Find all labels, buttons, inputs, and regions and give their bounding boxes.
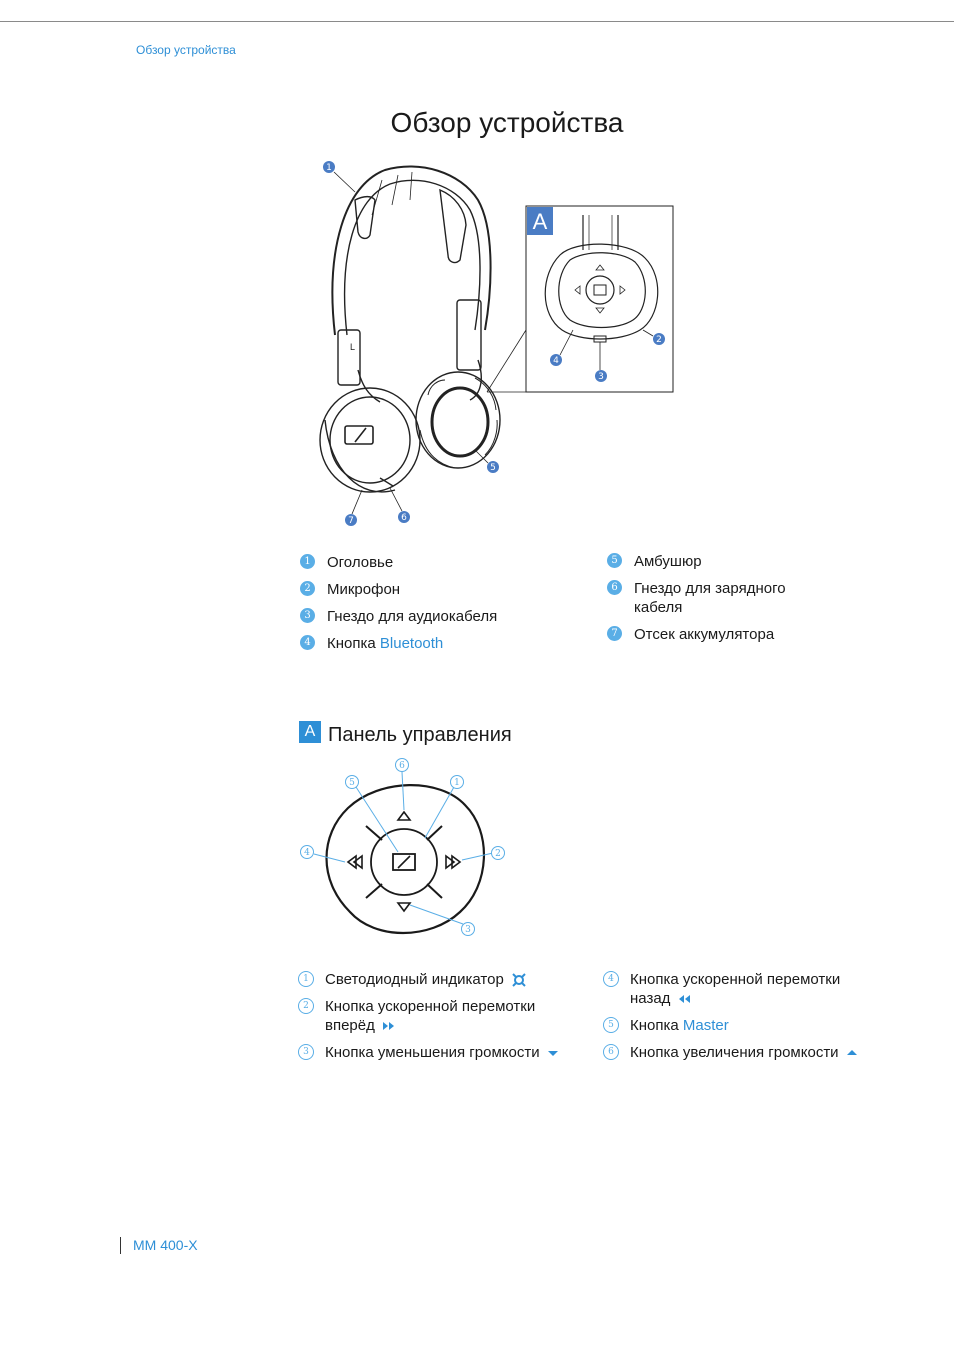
section-title: Панель управления [328,724,512,746]
volume-down-icon [547,1051,558,1057]
svg-text:2: 2 [656,335,662,345]
breadcrumb[interactable]: Обзор устройства [136,43,236,57]
master-link[interactable]: Master [682,1017,729,1034]
page-title: Обзор устройства [390,107,624,138]
svg-text:3: 3 [465,925,471,935]
callout-number: 1 [298,971,314,987]
callout-number: 3 [298,1044,314,1060]
callout-number: 6 [603,1044,619,1060]
callout-number: 4 [300,635,315,650]
fast-forward-icon [383,1022,395,1031]
callout-number: 4 [603,971,619,987]
svg-text:5: 5 [349,778,355,788]
callout-number: 2 [298,998,314,1014]
svg-text:4: 4 [553,356,559,366]
callout-number: 3 [300,608,315,623]
callout-number: 5 [607,553,622,568]
svg-text:7: 7 [348,516,354,526]
svg-text:1: 1 [454,778,460,788]
led-indicator-icon [512,973,526,987]
svg-text:4: 4 [304,848,310,858]
header-rule [0,21,954,22]
rewind-icon [678,995,690,1004]
svg-text:1: 1 [326,163,332,173]
footer-model: MM 400-X [133,1237,198,1253]
volume-up-icon [846,1050,857,1056]
svg-text:6: 6 [401,513,407,523]
callout-number: 6 [607,580,622,595]
svg-text:6: 6 [399,761,405,771]
svg-text:5: 5 [490,463,496,473]
svg-text:2: 2 [495,849,501,859]
control-panel-illustration: 1 2 3 4 5 6 [300,758,505,936]
callout-number: 7 [607,626,622,641]
footer-rule [120,1237,121,1254]
bluetooth-link[interactable]: Bluetooth [379,635,444,652]
svg-text:3: 3 [598,372,604,382]
inset-label: A [533,209,548,234]
callout-number: 1 [300,554,315,569]
headphone-illustration: L 1 2 3 4 [319,161,674,526]
callout-number: 2 [300,581,315,596]
callout-number: 5 [603,1017,619,1033]
section-badge: A [299,721,321,743]
svg-text:L: L [350,342,355,352]
